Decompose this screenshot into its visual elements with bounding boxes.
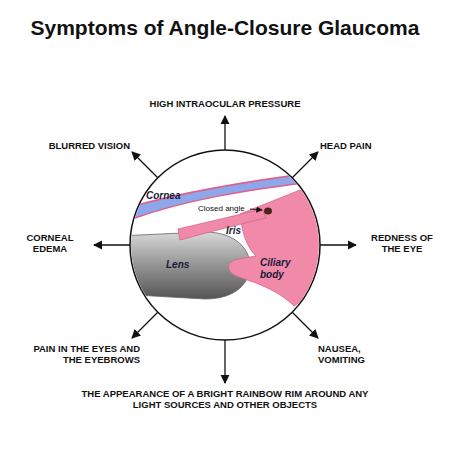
closed-angle-mark bbox=[264, 208, 272, 215]
symptom-label: NAUSEA, VOMITING bbox=[318, 344, 380, 366]
symptom-label: CORNEAL EDEMA bbox=[15, 233, 85, 255]
symptom-label: HIGH INTRAOCULAR PRESSURE bbox=[150, 99, 301, 110]
symptom-label: PAIN IN THE EYES AND THE EYEBROWS bbox=[22, 344, 140, 366]
part-label: Iris bbox=[226, 225, 241, 237]
closed-angle-pointer bbox=[250, 209, 262, 210]
symptom-label: BLURRED VISION bbox=[49, 141, 130, 152]
part-label: Cornea bbox=[146, 190, 180, 202]
symptom-label: REDNESS OF THE EYE bbox=[362, 233, 442, 255]
part-label: Closed angle bbox=[198, 204, 245, 213]
cornea bbox=[130, 172, 321, 219]
symptom-arrows bbox=[94, 116, 356, 383]
iris bbox=[178, 209, 266, 240]
part-label: Lens bbox=[166, 259, 189, 271]
diagram-title: Symptoms of Angle-Closure Glaucoma bbox=[31, 16, 420, 40]
symptom-label: HEAD PAIN bbox=[320, 141, 372, 152]
part-label: Ciliary body bbox=[260, 257, 308, 280]
symptom-label: THE APPEARANCE OF A BRIGHT RAINBOW RIM A… bbox=[75, 389, 375, 411]
